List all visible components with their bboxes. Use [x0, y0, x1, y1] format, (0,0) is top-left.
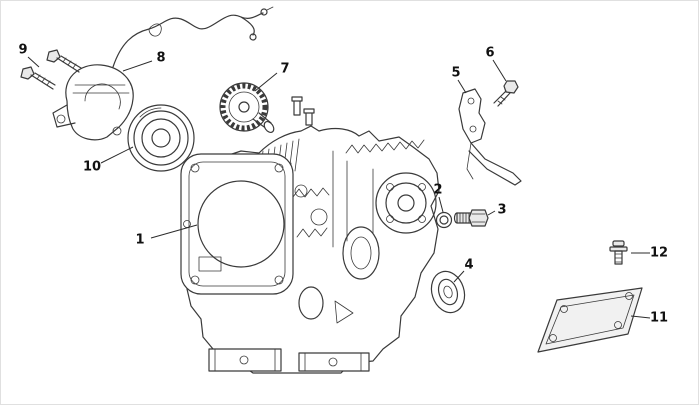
callout-4: 4 [464, 257, 474, 273]
callout-12: 12 [649, 245, 669, 261]
callout-1: 1 [135, 232, 145, 248]
callout-5: 5 [451, 65, 461, 81]
governor-bracket-drawing [458, 88, 522, 186]
wire-harness-drawing [112, 6, 274, 68]
mounting-plate-drawing [537, 287, 643, 353]
callout-6: 6 [485, 45, 495, 61]
coil-bolts-drawing [20, 49, 82, 90]
ignition-coil-drawing [52, 64, 134, 141]
timing-gear-drawing [219, 82, 275, 134]
callout-11: 11 [649, 310, 669, 326]
oil-seal-drawing [430, 270, 466, 314]
washer-drawing [435, 211, 453, 229]
leader-lines [27, 56, 651, 319]
gasket-drawing [180, 153, 294, 295]
bearing-drawing [127, 104, 195, 172]
plate-screw-drawing [609, 240, 628, 265]
callout-8: 8 [156, 50, 166, 66]
callout-3: 3 [497, 202, 507, 218]
callout-10: 10 [82, 159, 102, 175]
governor-bolt-drawing [493, 80, 519, 107]
plug-bolt-drawing [453, 209, 489, 227]
callout-2: 2 [433, 182, 443, 198]
callout-7: 7 [280, 61, 290, 77]
callout-9: 9 [18, 42, 28, 58]
